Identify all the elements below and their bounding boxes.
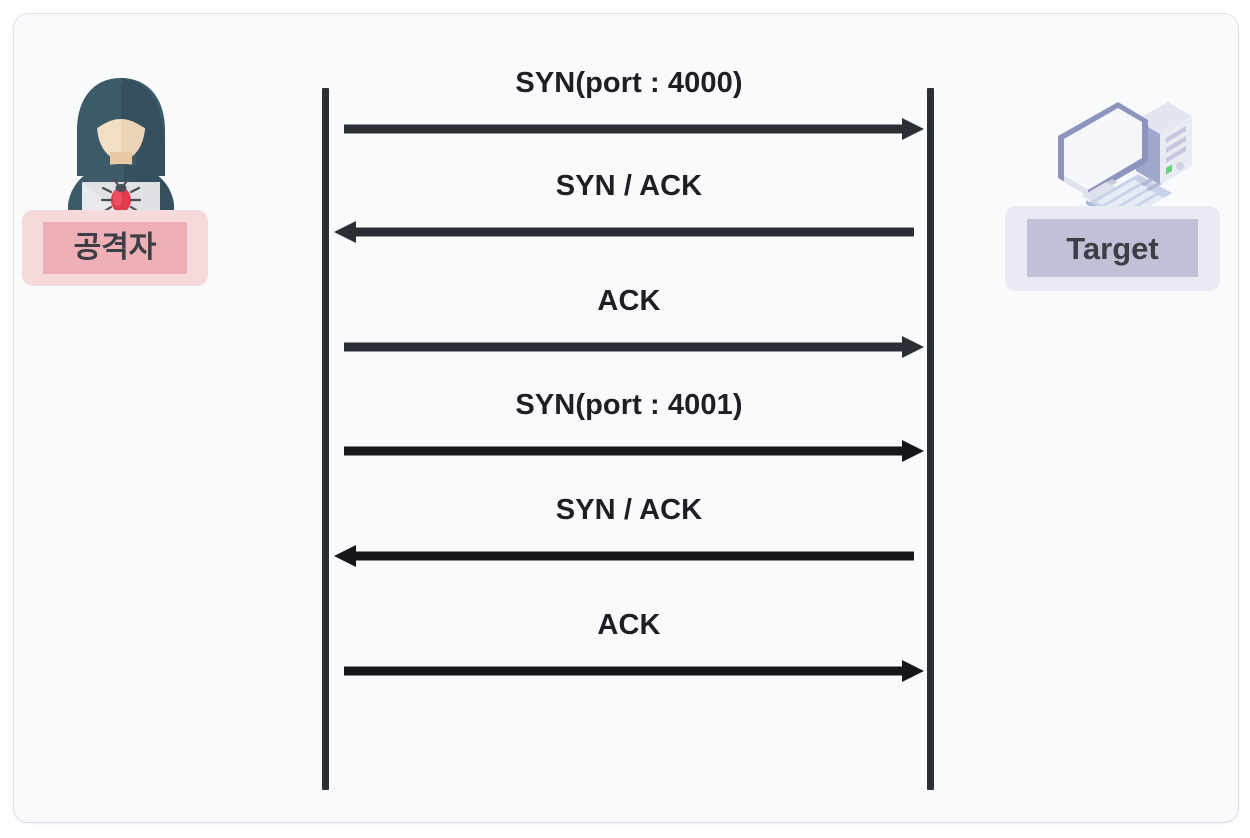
message-5-label: SYN / ACK [555,494,703,526]
message-5-arrow-left [330,545,928,567]
message-6-arrow-right [330,660,928,682]
message-4-arrow-right [330,440,928,462]
hacker-with-laptop-icon [60,72,182,218]
actor-attacker: 공격자 [22,72,218,294]
target-label-text: Target [1066,230,1159,266]
message-2-arrow-left [330,221,928,243]
message-4-label: SYN(port : 4001) [515,389,743,421]
message-1: SYN(port : 4000) [330,66,928,140]
lifeline-attacker [322,88,329,790]
message-3: ACK [330,284,928,358]
desktop-computer-icon [1040,92,1200,224]
lifeline-target [927,88,934,790]
attacker-label-inner: 공격자 [43,222,187,274]
message-1-arrow-right [330,118,928,140]
message-3-arrow-right [330,336,928,358]
message-3-label: ACK [597,285,661,317]
target-label-inner: Target [1027,219,1198,277]
attacker-label-box: 공격자 [22,210,208,286]
attacker-label-text: 공격자 [73,231,157,264]
message-4: SYN(port : 4001) [330,388,928,462]
message-2-label: SYN / ACK [555,170,703,202]
message-1-label: SYN(port : 4000) [515,67,743,99]
message-5: SYN / ACK [330,493,928,567]
message-6-label: ACK [597,609,661,641]
message-6: ACK [330,608,928,682]
target-label-box: Target [1005,206,1220,291]
diagram-card [14,14,1238,822]
actor-target: Target [1000,92,1224,302]
message-2: SYN / ACK [330,169,928,243]
